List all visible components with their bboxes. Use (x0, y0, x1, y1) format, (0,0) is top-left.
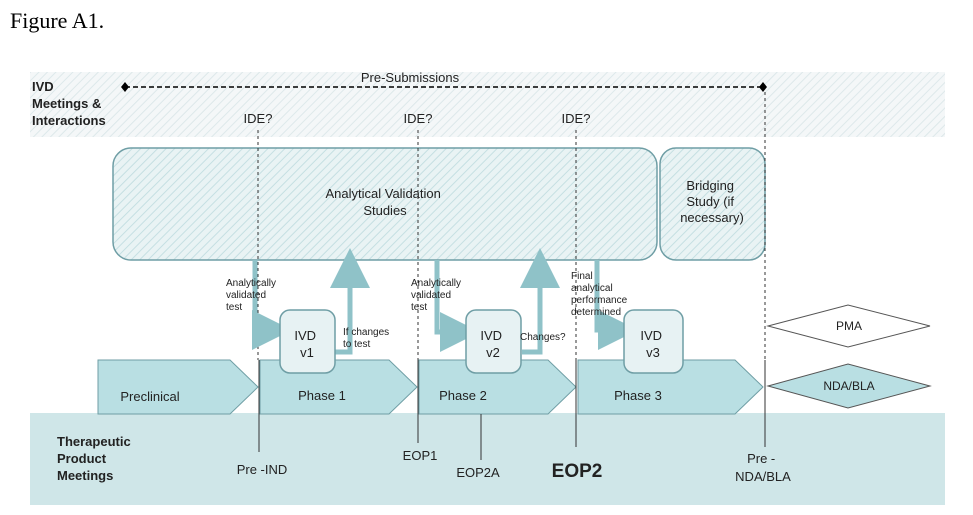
phase-2-label: Phase 2 (439, 388, 487, 403)
eop1-label: EOP1 (403, 448, 438, 463)
phase-preclinical-arrow (97, 359, 259, 415)
flow-arrow-to-ivd-v2 (434, 260, 480, 352)
figure-title: Figure A1. (10, 8, 105, 33)
presubmissions-label: Pre-Submissions (361, 70, 460, 85)
pma-diamond (766, 304, 931, 348)
ivd-v2-label: IVD v2 (480, 328, 505, 360)
phase-3-label: Phase 3 (614, 388, 662, 403)
ivd-meetings-band (30, 72, 945, 137)
nda-bla-diamond (766, 363, 932, 409)
presubmissions-start-diamond (121, 82, 129, 92)
ide-label-1: IDE? (244, 111, 273, 126)
pma-label: PMA (836, 319, 862, 333)
annotation-validated-2: Analytically validated test (411, 278, 464, 313)
therapeutic-row-label: Therapeutic Product Meetings (57, 434, 134, 483)
phase-preclinical-label: Preclinical (120, 389, 179, 404)
ide-label-3: IDE? (562, 111, 591, 126)
ivd-v2-box (465, 309, 522, 374)
annotation-changes: Changes? (520, 332, 566, 343)
ivd-label-line-3: Interactions (32, 113, 106, 128)
ivd-v1-label: IVD v1 (294, 328, 319, 360)
ivd-v3-label: IVD v3 (640, 328, 665, 360)
phase-3-arrow (577, 359, 764, 415)
ivd-label-line-2: Meetings & (32, 96, 101, 111)
phase-1-label: Phase 1 (298, 388, 346, 403)
ide-label-2: IDE? (404, 111, 433, 126)
ivd-label-line-1: IVD (32, 79, 54, 94)
flow-arrow-from-ivd-v1 (330, 248, 370, 355)
analytical-validation-label: Analytical Validation Studies (325, 186, 444, 218)
nda-bla-label: NDA/BLA (823, 379, 874, 393)
ivd-v3-box (623, 309, 684, 374)
therapeutic-meetings-band (30, 413, 945, 505)
analytical-validation-box (112, 147, 658, 261)
flow-arrow-from-ivd-v2 (520, 248, 560, 355)
ivd-v1-box (279, 309, 336, 374)
eop2a-label: EOP2A (456, 465, 500, 480)
flow-arrow-to-ivd-v1 (252, 260, 292, 350)
bridging-study-label: Bridging Study (if necessary) (680, 178, 744, 225)
flow-arrow-to-ivd-v3 (594, 260, 638, 350)
pre-nda-bla-label: Pre - NDA/BLA (735, 451, 791, 484)
bridging-study-box (659, 147, 766, 261)
ivd-row-label: IVD Meetings & Interactions (32, 79, 106, 128)
annotation-final-performance: Final analytical performance determined (571, 271, 630, 318)
eop2-label: EOP2 (552, 461, 603, 482)
pre-ind-label: Pre -IND (237, 462, 288, 477)
annotation-if-changes: If changes to test (343, 327, 392, 350)
presubmissions-end-diamond (759, 82, 767, 92)
phase-2-arrow (418, 359, 577, 415)
annotation-validated-1: Analytically validated test (226, 278, 279, 313)
